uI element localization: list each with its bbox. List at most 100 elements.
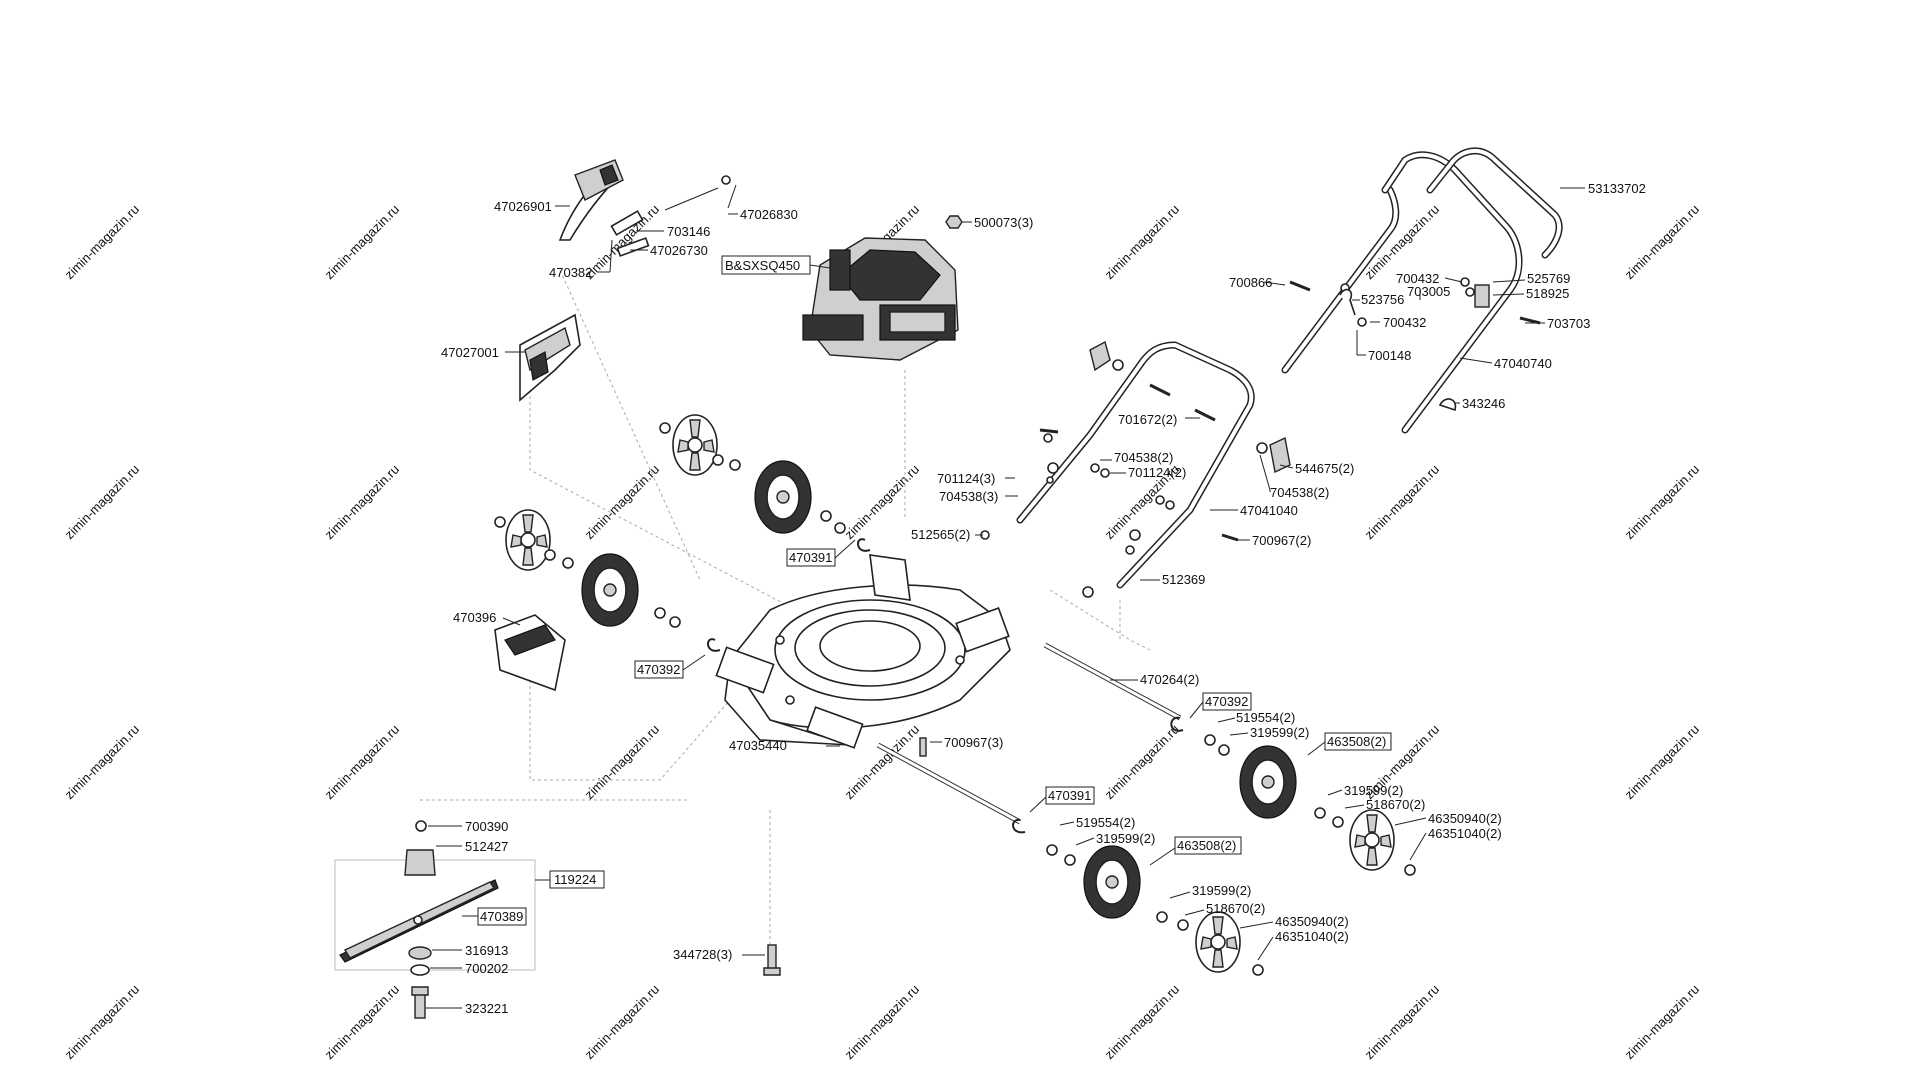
label-47026730: 47026730 (650, 243, 708, 258)
label-463508b: 463508(2) (1177, 838, 1236, 853)
watermark-text: zimin-magazin.ru (1362, 982, 1443, 1063)
label-323221: 323221 (465, 1001, 508, 1016)
label-701672: 701672(2) (1118, 412, 1177, 427)
hinge-pin (610, 175, 731, 257)
label-700202: 700202 (465, 961, 508, 976)
label-343246: 343246 (1462, 396, 1505, 411)
label-319599b: 319599(2) (1344, 783, 1403, 798)
label-525769: 525769 (1527, 271, 1570, 286)
label-46351040b: 46351040(2) (1275, 929, 1349, 944)
callouts: 47026901 47026830 703146 47026730 470382… (426, 181, 1646, 1016)
label-519554b: 519554(2) (1076, 815, 1135, 830)
label-470392b: 470392 (1205, 694, 1248, 709)
label-316913: 316913 (465, 943, 508, 958)
label-319599d: 319599(2) (1192, 883, 1251, 898)
wheel-right-rear (1083, 845, 1141, 919)
label-700866: 700866 (1229, 275, 1272, 290)
label-46351040a: 46351040(2) (1428, 826, 1502, 841)
assembly-guide-lines (420, 269, 1151, 960)
label-700432b: 700432 (1383, 315, 1426, 330)
rear-flap (519, 313, 581, 402)
label-319599a: 319599(2) (1250, 725, 1309, 740)
watermark-text: zimin-magazin.ru (1102, 722, 1183, 803)
label-700432a: 700432 (1396, 271, 1439, 286)
label-512427: 512427 (465, 839, 508, 854)
watermark-text: zimin-magazin.ru (322, 202, 403, 283)
label-518670a: 518670(2) (1366, 797, 1425, 812)
lower-handle (1016, 341, 1255, 589)
label-704538b: 704538(3) (939, 489, 998, 504)
watermark-text: zimin-magazin.ru (62, 982, 143, 1063)
watermark-text: zimin-magazin.ru (1622, 982, 1703, 1063)
wheel-right-rear-hubcap (1195, 911, 1241, 973)
label-703703: 703703 (1547, 316, 1590, 331)
watermark-text: zimin-magazin.ru (1362, 462, 1443, 543)
watermark-text: zimin-magazin.ru (1622, 722, 1703, 803)
wheel-rear-left-hubcap (672, 414, 718, 476)
watermark-text: zimin-magazin.ru (1622, 202, 1703, 283)
label-519554a: 519554(2) (1236, 710, 1295, 725)
label-704538a: 704538(2) (1114, 450, 1173, 465)
label-319599c: 319599(2) (1096, 831, 1155, 846)
label-700967b: 700967(3) (944, 735, 1003, 750)
label-box-470391b (1045, 786, 1095, 805)
label-512565: 512565(2) (911, 527, 970, 542)
label-463508a: 463508(2) (1327, 734, 1386, 749)
label-700390: 700390 (465, 819, 508, 834)
label-704538c: 704538(2) (1270, 485, 1329, 500)
watermark-text: zimin-magazin.ru (582, 982, 663, 1063)
wheel-front-left (581, 553, 639, 627)
label-46350940b: 46350940(2) (1275, 914, 1349, 929)
label-344728: 344728(3) (673, 947, 732, 962)
watermark-text: zimin-magazin.ru (582, 722, 663, 803)
label-box-470392b (1202, 692, 1252, 711)
label-119224: 119224 (554, 872, 596, 887)
label-700967a: 700967(2) (1252, 533, 1311, 548)
label-518670b: 518670(2) (1206, 901, 1265, 916)
front-axle (1043, 642, 1182, 721)
wheel-right-front-hubcap (1349, 809, 1395, 871)
label-512369: 512369 (1162, 572, 1205, 587)
grass-deflector-upper (558, 159, 624, 241)
mulch-plug (494, 614, 566, 692)
watermark-text: zimin-magazin.ru (582, 462, 663, 543)
label-47041040: 47041040 (1240, 503, 1298, 518)
label-701124b: 701124(2) (1128, 465, 1186, 480)
label-47040740: 47040740 (1494, 356, 1552, 371)
label-523756: 523756 (1361, 292, 1404, 307)
label-box-463508b (1174, 836, 1242, 855)
label-box-463508a (1324, 732, 1392, 751)
label-470264: 470264(2) (1140, 672, 1199, 687)
label-470382: 470382 (549, 265, 592, 280)
watermark-text: zimin-magazin.ru (842, 982, 923, 1063)
label-470392a: 470392 (637, 662, 680, 677)
watermark-text: zimin-magazin.ru (1102, 982, 1183, 1063)
label-engine: B&SXSQ450 (725, 258, 800, 273)
deck-bolt (763, 737, 927, 976)
label-470391b: 470391 (1048, 788, 1091, 803)
label-47027001: 47027001 (441, 345, 499, 360)
label-46350940a: 46350940(2) (1428, 811, 1502, 826)
label-544675: 544675(2) (1295, 461, 1354, 476)
wheel-rear-left (754, 460, 812, 534)
wheel-washers (494, 422, 1416, 976)
label-53133702: 53133702 (1588, 181, 1646, 196)
label-703005: 703005 (1407, 284, 1450, 299)
watermark-text: zimin-magazin.ru (582, 202, 663, 283)
watermark-text: zimin-magazin.ru (62, 722, 143, 803)
label-47026830: 47026830 (740, 207, 798, 222)
blade-assembly (334, 820, 536, 1019)
label-700148: 700148 (1368, 348, 1411, 363)
wheel-front-left-hubcap (505, 509, 551, 571)
watermark-text: zimin-magazin.ru (62, 202, 143, 283)
label-703146: 703146 (667, 224, 710, 239)
watermark-text: zimin-magazin.ru (322, 982, 403, 1063)
label-47035440: 47035440 (729, 738, 787, 753)
wheel-right-front (1239, 745, 1297, 819)
mower-deck (715, 554, 1011, 749)
label-470396: 470396 (453, 610, 496, 625)
rear-axle (876, 742, 1022, 825)
engine (802, 237, 959, 361)
engine-nut (945, 215, 963, 229)
